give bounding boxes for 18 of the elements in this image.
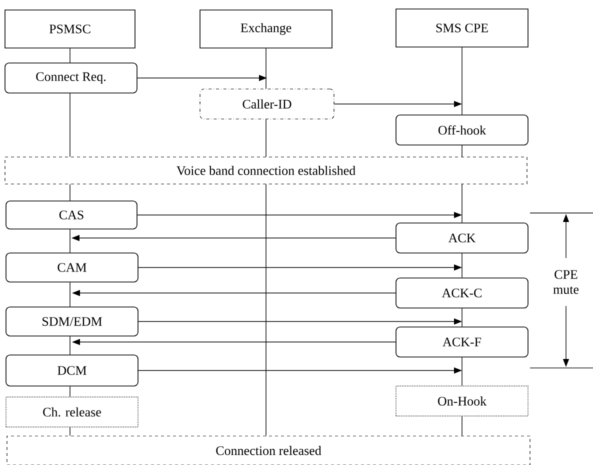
- message-box: Connect Req.: [4, 62, 138, 94]
- participant-box: PSMSC: [4, 10, 136, 48]
- message-box: CAS: [6, 200, 138, 230]
- message-box: ACK: [396, 222, 528, 254]
- message-box: DCM: [6, 354, 138, 386]
- message-box: SDM/EDM: [6, 306, 138, 336]
- phase-band: Voice band connection established: [4, 156, 528, 184]
- message-box: Off-hook: [396, 114, 528, 146]
- message-box: ACK-F: [396, 326, 528, 358]
- message-box: CAM: [6, 252, 138, 282]
- participant-box: SMS CPE: [396, 8, 528, 48]
- phase-band: Connection released: [6, 436, 530, 465]
- message-box: ACK-C: [396, 278, 528, 308]
- participant-box: Exchange: [200, 10, 332, 48]
- event-box: Caller-ID: [200, 88, 334, 120]
- event-box: On-Hook: [396, 386, 528, 416]
- event-box: Ch. release: [6, 396, 138, 428]
- label-text: CPE mute: [553, 270, 579, 294]
